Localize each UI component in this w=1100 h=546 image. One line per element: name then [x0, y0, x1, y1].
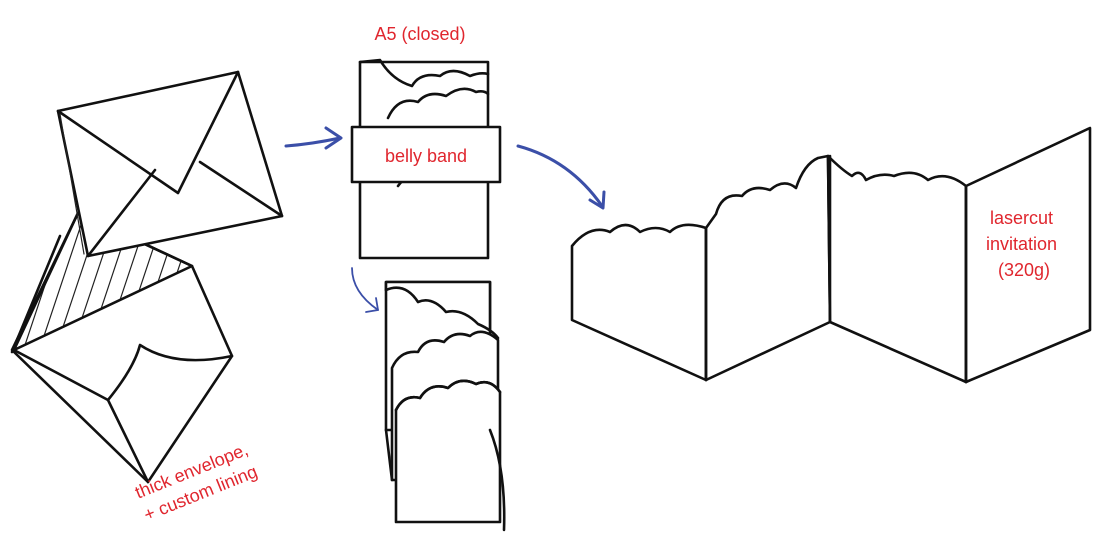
open-envelope: [12, 210, 232, 482]
invitation-label-line-3: (320g): [998, 260, 1050, 280]
arrow-card-to-invitation: [518, 146, 604, 208]
invitation-label-line-2: invitation: [986, 234, 1057, 254]
opened-card-layers: [386, 282, 504, 530]
belly-band-label: belly band: [385, 146, 467, 166]
closed-card: belly band A5 (closed): [352, 24, 500, 258]
lasercut-invitation: lasercut invitation (320g): [572, 128, 1090, 382]
arrow-envelope-to-card: [286, 128, 341, 148]
closed-envelope: [58, 72, 282, 256]
size-label: A5 (closed): [374, 24, 465, 44]
arrow-card-to-open: [352, 268, 378, 312]
invitation-label-line-1: lasercut: [990, 208, 1053, 228]
